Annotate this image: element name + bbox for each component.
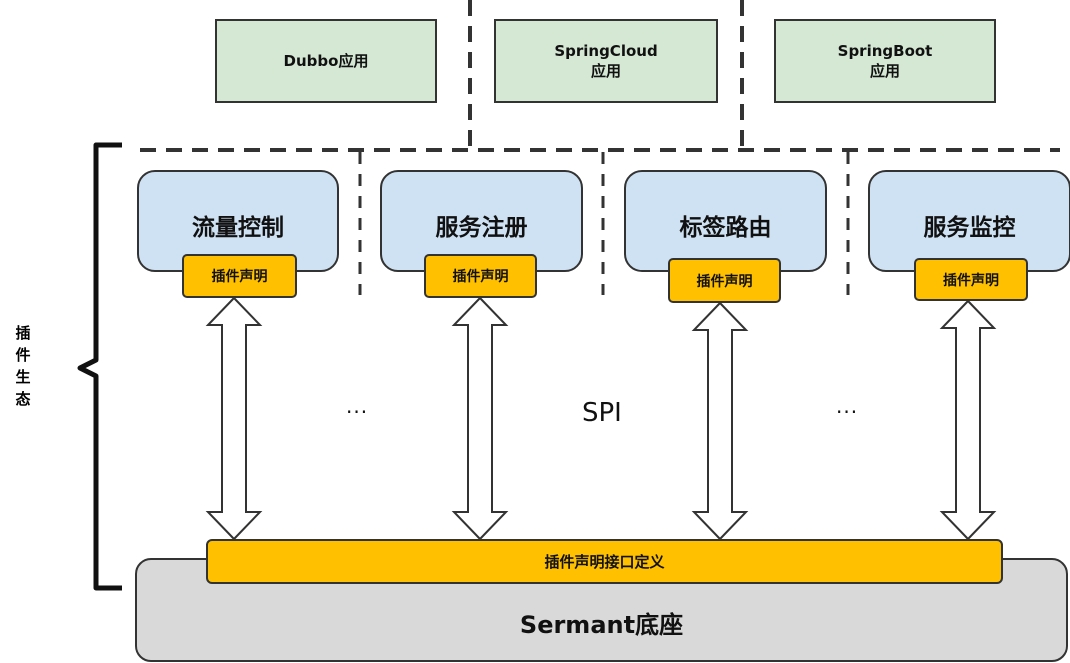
plugin-declaration-tag-1: 插件声明 bbox=[182, 254, 297, 298]
app-dubbo: Dubbo应用 bbox=[215, 19, 437, 103]
plugin-tag-routing: 标签路由 bbox=[624, 170, 827, 272]
spi-arrow-2 bbox=[451, 296, 509, 541]
more-plugins-ellipsis-right: ··· bbox=[836, 400, 859, 424]
ecosystem-brace bbox=[77, 142, 122, 591]
spi-arrow-1 bbox=[205, 296, 263, 541]
more-plugins-ellipsis-left: ··· bbox=[346, 400, 369, 424]
plugin-declaration-tag-4: 插件声明 bbox=[914, 258, 1028, 301]
spi-arrow-4 bbox=[939, 299, 997, 541]
plugin-declaration-tag-3: 插件声明 bbox=[668, 258, 781, 303]
spi-label: SPI bbox=[582, 398, 622, 428]
spi-arrow-3 bbox=[691, 301, 749, 541]
plugin-service-monitor: 服务监控 bbox=[868, 170, 1070, 272]
app-springboot: SpringBoot 应用 bbox=[774, 19, 996, 103]
plugin-interface-definition-bar: 插件声明接口定义 bbox=[206, 539, 1003, 584]
plugin-declaration-tag-2: 插件声明 bbox=[424, 254, 537, 298]
app-springcloud: SpringCloud 应用 bbox=[494, 19, 718, 103]
plugin-ecosystem-label: 插 件 生 态 bbox=[15, 324, 31, 408]
